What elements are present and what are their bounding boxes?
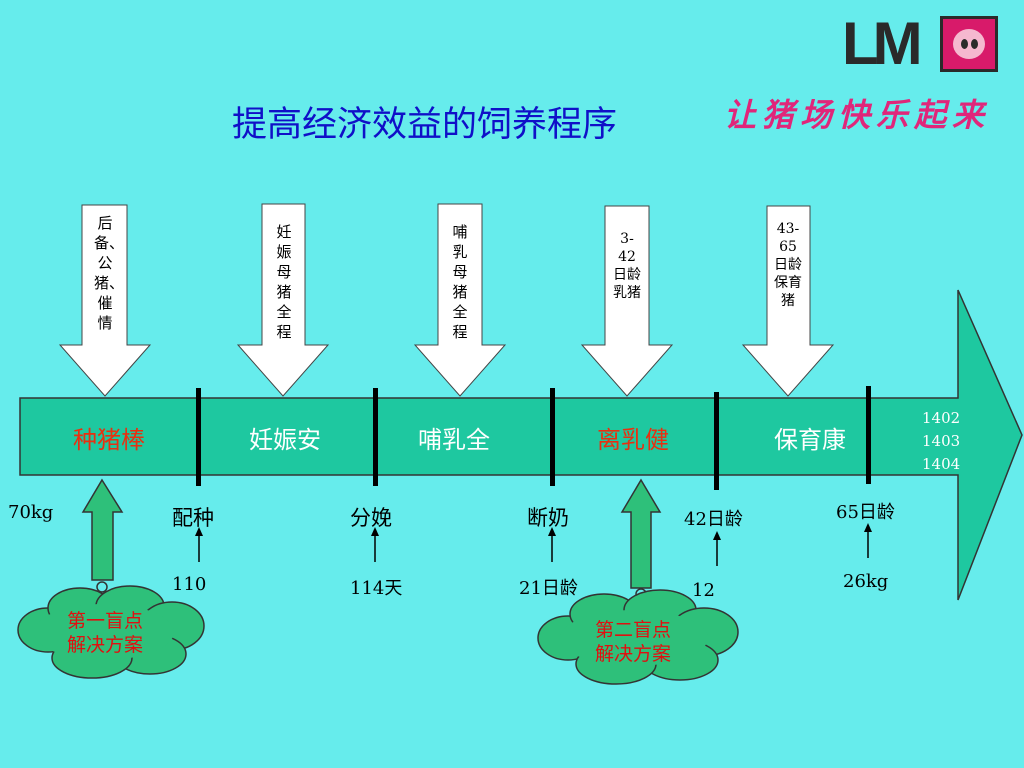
year-list: 1402 1403 1404 — [922, 407, 960, 476]
year-item: 1403 — [922, 432, 961, 450]
pig-face-icon — [940, 16, 998, 72]
up-arrow-2 — [620, 478, 662, 589]
milestone-mating-value: 110 — [172, 574, 207, 595]
down-arrow-5 — [741, 205, 835, 397]
up-arrow-1-knob — [96, 581, 108, 593]
divider-2 — [373, 388, 378, 486]
milestone-weaning-value: 21日龄 — [519, 578, 578, 599]
down-arrow-5-label: 43-65日龄保育猪 — [774, 221, 802, 309]
milestone-mating: 配种 — [172, 506, 214, 530]
cloud-2-line-1: 第二盲点 — [594, 619, 671, 641]
milestone-weaning: 断奶 — [527, 506, 569, 530]
divider-4 — [714, 392, 719, 490]
slogan: 让猪场快乐起来 — [724, 96, 991, 134]
milestone-farrowing-value: 114天 — [350, 578, 403, 599]
small-arrow-2 — [371, 527, 379, 562]
small-arrow-5 — [864, 523, 872, 558]
milestone-65-days: 65日龄 — [836, 502, 895, 523]
milestone-65-days-value: 26kg — [843, 571, 889, 592]
cloud-1-label: 第一盲点 解决方案 — [40, 609, 170, 657]
year-item: 1404 — [922, 455, 961, 473]
down-arrow-4 — [580, 205, 674, 397]
cloud-1 — [17, 585, 205, 679]
cloud-2-label: 第二盲点 解决方案 — [568, 618, 698, 666]
down-arrow-1 — [58, 204, 152, 397]
milestone-42-days: 42日龄 — [684, 509, 743, 530]
milestone-farrowing: 分娩 — [350, 506, 392, 530]
down-arrow-3-label: 哺乳母猪全程 — [452, 223, 468, 341]
cloud-2-line-2: 解决方案 — [594, 643, 671, 665]
year-item: 1402 — [922, 409, 961, 427]
cloud-1-line-1: 第一盲点 — [66, 610, 143, 632]
phase-label-5: 保育康 — [774, 426, 846, 454]
milestone-70kg: 70kg — [8, 502, 54, 523]
down-arrow-1-label: 后备、公猪、催情 — [94, 214, 125, 332]
milestone-42-days-value: 12 — [692, 580, 715, 601]
small-arrow-3 — [548, 527, 556, 562]
phase-label-1: 种猪棒 — [73, 426, 145, 454]
small-arrow-1 — [195, 527, 203, 562]
down-arrow-2-label: 妊娠母猪全程 — [276, 223, 292, 341]
page-title: 提高经济效益的饲养程序 — [232, 105, 618, 145]
divider-1 — [196, 388, 201, 486]
cloud-1-line-2: 解决方案 — [66, 634, 143, 656]
down-arrow-3 — [413, 203, 507, 397]
divider-3 — [550, 388, 555, 486]
logo-text: LM — [842, 10, 923, 77]
phase-label-2: 妊娠安 — [249, 426, 321, 454]
down-arrow-4-label: 3-42日龄乳猪 — [613, 231, 641, 301]
cloud-2 — [537, 589, 739, 685]
phase-label-3: 哺乳全 — [418, 426, 490, 454]
phase-label-4: 离乳健 — [597, 426, 669, 454]
up-arrow-1 — [81, 478, 124, 581]
timeline-arrow — [19, 289, 1023, 601]
small-arrow-4 — [713, 531, 721, 566]
divider-5 — [866, 386, 871, 484]
down-arrow-2 — [236, 203, 330, 397]
